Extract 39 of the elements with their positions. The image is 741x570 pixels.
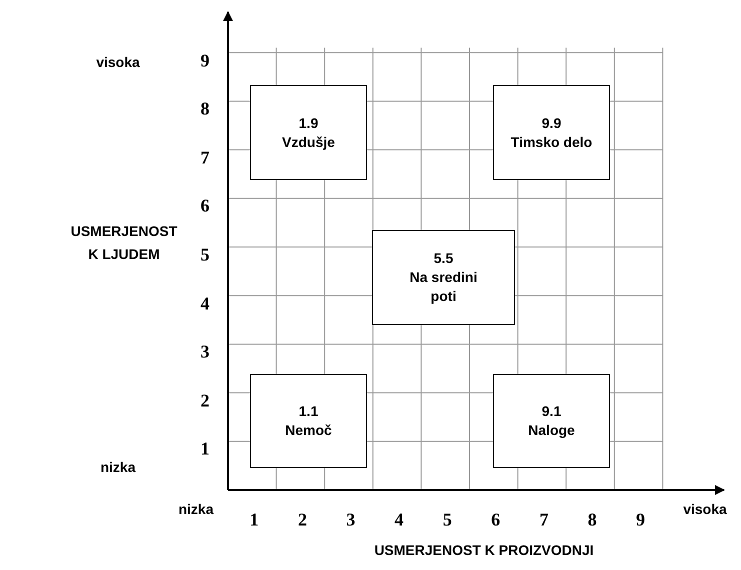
axis-end-label: nizka [100, 459, 136, 475]
tick-label: 8 [588, 510, 597, 530]
grid-score: 1.9 [298, 114, 318, 132]
tick-label: 4 [394, 510, 404, 530]
axis-end-label: visoka [683, 501, 727, 517]
grid-score: 5.5 [434, 249, 454, 268]
grid-score: 9.9 [542, 114, 562, 132]
quadrant-box [372, 230, 515, 325]
quadrant-box [493, 85, 610, 180]
tick-label: 7 [539, 510, 548, 530]
tick-label: 5 [200, 244, 210, 266]
tick-label: 1 [250, 510, 259, 530]
quadrant-box [250, 85, 367, 180]
tick-label: 2 [298, 510, 307, 530]
grid-score: 9.1 [542, 402, 562, 421]
tick-label: 6 [200, 196, 210, 217]
tick-label: 3 [200, 342, 210, 363]
tick-label: 4 [200, 293, 210, 314]
axis-title: USMERJENOST K PROIZVODNJI [374, 542, 594, 558]
grid-score: 1.1 [298, 402, 318, 421]
style-name: Vzdušje [282, 132, 335, 152]
tick-label: 8 [200, 98, 210, 120]
tick-label: 5 [442, 510, 452, 530]
quadrant-box [250, 374, 367, 468]
axis-end-label: nizka [178, 501, 214, 517]
style-name: Na sredini poti [408, 268, 478, 306]
tick-label: 9 [200, 50, 210, 72]
tick-label: 7 [200, 147, 210, 168]
axis-end-label: visoka [96, 54, 140, 70]
tick-label: 2 [200, 390, 210, 412]
quadrant-box [493, 374, 610, 468]
tick-label: 9 [636, 510, 646, 530]
tick-label: 6 [491, 510, 500, 530]
tick-label: 1 [200, 438, 210, 460]
axis-title: USMERJENOST K LJUDEM [70, 222, 178, 264]
style-name: Naloge [528, 421, 575, 440]
style-name: Timsko delo [510, 132, 592, 152]
tick-label: 3 [346, 510, 356, 530]
style-name: Nemoč [285, 421, 332, 440]
